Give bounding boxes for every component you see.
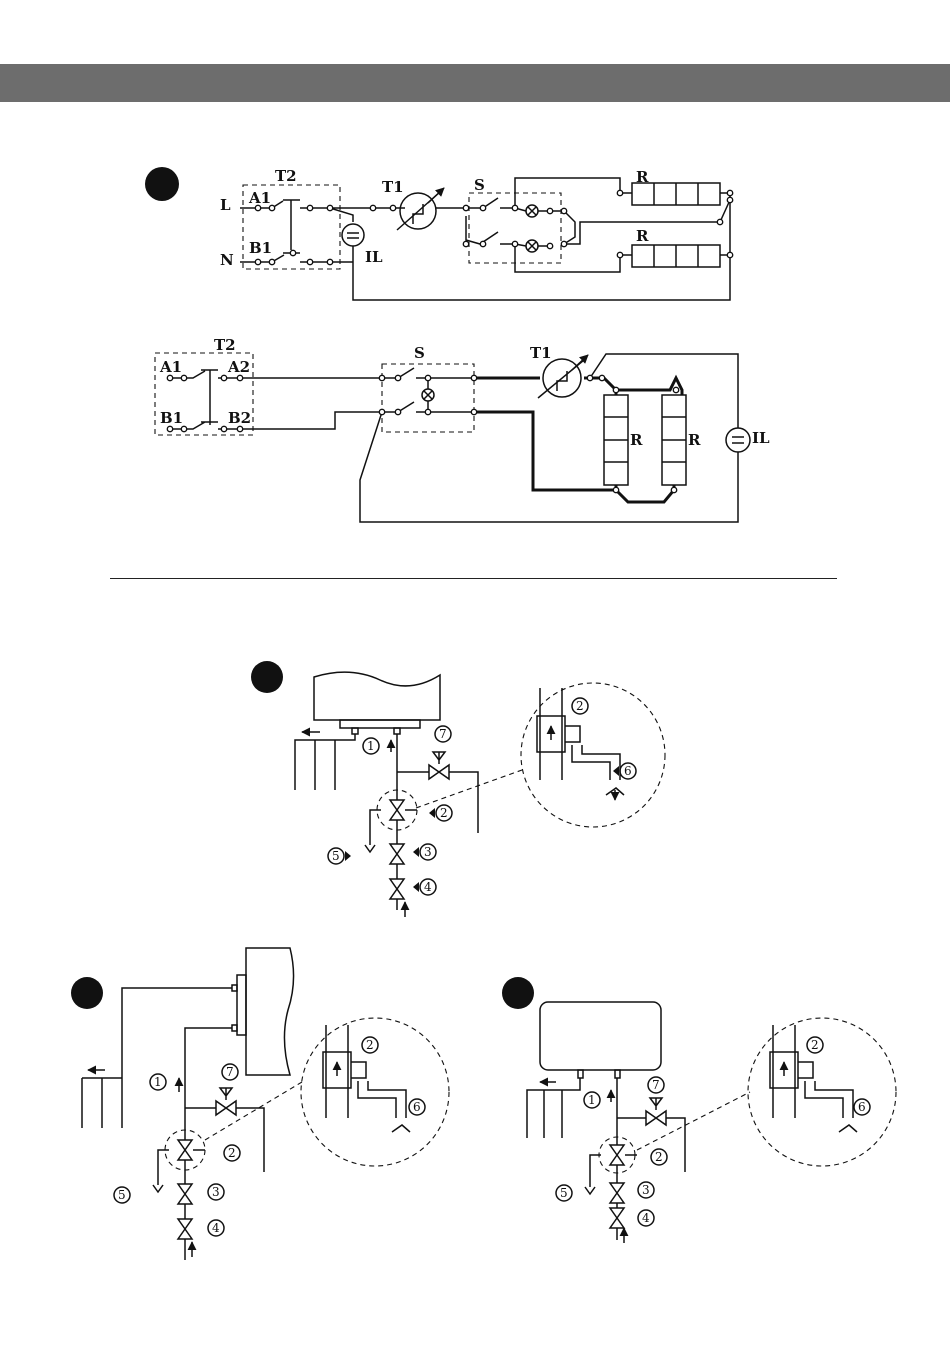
label-N: N xyxy=(220,251,234,269)
callout-2-zoom: 2 xyxy=(362,1037,378,1053)
callout-3: 3 xyxy=(413,844,436,860)
callout-7: 7 xyxy=(648,1077,664,1093)
plumbing-diagram-2: 1 7 2 3 4 5 2 6 xyxy=(71,948,449,1260)
svg-text:7: 7 xyxy=(652,1078,660,1092)
svg-text:5: 5 xyxy=(332,849,340,863)
label-A2: A2 xyxy=(227,358,250,376)
callout-4: 4 xyxy=(638,1210,654,1226)
callout-1: 1 xyxy=(584,1092,600,1108)
callout-2: 2 xyxy=(224,1145,240,1161)
wiring-diagram-2: T2 A1 A2 B1 B2 S T1 R R IL xyxy=(155,336,770,522)
svg-text:1: 1 xyxy=(154,1075,162,1089)
label-T1: T1 xyxy=(382,178,404,196)
svg-text:5: 5 xyxy=(118,1188,126,1202)
svg-text:2: 2 xyxy=(655,1150,663,1164)
callout-5: 5 xyxy=(114,1187,130,1203)
svg-text:2: 2 xyxy=(811,1038,819,1052)
label-A1: A1 xyxy=(248,189,271,207)
callout-1: 1 xyxy=(150,1074,166,1090)
label-S: S xyxy=(414,344,425,362)
label-S: S xyxy=(474,176,485,194)
svg-text:6: 6 xyxy=(858,1100,866,1114)
svg-text:7: 7 xyxy=(226,1065,234,1079)
callout-5: 5 xyxy=(556,1185,572,1201)
label-B1: B1 xyxy=(249,239,272,257)
callout-2-zoom: 2 xyxy=(572,698,588,714)
label-R-bottom: R xyxy=(636,227,649,245)
label-A1: A1 xyxy=(159,358,182,376)
svg-text:1: 1 xyxy=(367,739,375,753)
callout-6: 6 xyxy=(613,763,636,779)
callout-3: 3 xyxy=(638,1182,654,1198)
label-T2: T2 xyxy=(275,167,297,185)
callout-2: 2 xyxy=(651,1149,667,1165)
callout-4: 4 xyxy=(208,1220,224,1236)
callout-1: 1 xyxy=(363,738,379,754)
label-IL: IL xyxy=(365,248,383,266)
svg-text:2: 2 xyxy=(440,806,448,820)
wiring-diagram-1: L N T2 A1 B1 T1 S R R IL xyxy=(145,167,733,300)
label-IL: IL xyxy=(752,429,770,447)
callout-7: 7 xyxy=(222,1064,238,1080)
svg-text:5: 5 xyxy=(560,1186,568,1200)
svg-text:2: 2 xyxy=(228,1146,236,1160)
svg-text:7: 7 xyxy=(439,727,447,741)
svg-text:4: 4 xyxy=(642,1211,650,1225)
svg-text:3: 3 xyxy=(212,1185,220,1199)
label-B1: B1 xyxy=(160,409,183,427)
svg-text:1: 1 xyxy=(588,1093,596,1107)
figure-marker-2 xyxy=(251,661,283,693)
callout-2: 2 xyxy=(429,805,452,821)
callout-7: 7 xyxy=(435,726,451,742)
svg-text:6: 6 xyxy=(413,1100,421,1114)
figure-marker-3 xyxy=(71,977,103,1009)
label-T2: T2 xyxy=(214,336,236,354)
svg-text:3: 3 xyxy=(642,1183,650,1197)
figure-marker-4 xyxy=(502,977,534,1009)
plumbing-diagram-1: 1 7 2 3 4 5 2 6 xyxy=(251,661,665,917)
callout-2-zoom: 2 xyxy=(807,1037,823,1053)
callout-4: 4 xyxy=(413,879,436,895)
svg-text:4: 4 xyxy=(212,1221,220,1235)
label-B2: B2 xyxy=(228,409,251,427)
figure-marker-1 xyxy=(145,167,179,201)
callout-5: 5 xyxy=(328,848,351,864)
svg-text:2: 2 xyxy=(576,699,584,713)
label-T1: T1 xyxy=(530,344,552,362)
label-R-left: R xyxy=(630,431,643,449)
callout-3: 3 xyxy=(208,1184,224,1200)
svg-text:4: 4 xyxy=(424,880,432,894)
label-L: L xyxy=(220,196,231,214)
label-R-right: R xyxy=(688,431,701,449)
svg-text:3: 3 xyxy=(424,845,432,859)
plumbing-diagram-3: 1 7 2 3 4 5 2 6 xyxy=(502,977,896,1243)
svg-text:2: 2 xyxy=(366,1038,374,1052)
callout-6: 6 xyxy=(409,1099,425,1115)
svg-text:6: 6 xyxy=(624,764,632,778)
callout-6: 6 xyxy=(854,1099,870,1115)
